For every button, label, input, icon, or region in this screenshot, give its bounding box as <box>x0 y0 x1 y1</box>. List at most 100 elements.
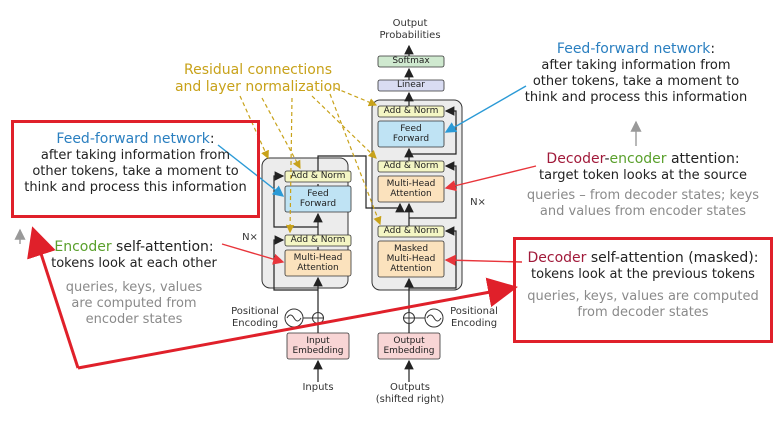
dec-self-word: Decoder <box>527 250 587 266</box>
dec-masked-line3: Attention <box>390 264 432 275</box>
dec-ff-line2: Forward <box>392 134 430 144</box>
dec-self-title: Decoder self-attention (masked): <box>516 250 770 267</box>
outputs-line1: Outputs <box>390 382 430 393</box>
dec-addnorm-1-text: Add & Norm <box>383 106 439 117</box>
dec-enc-line2: target token looks at the source <box>539 168 747 184</box>
enc-self-line2: tokens look at each other <box>51 256 217 272</box>
dec-ff-label: Feed Forward <box>378 121 444 147</box>
input-embedding-label: Input Embedding <box>287 333 349 359</box>
dec-enc-rest: attention: <box>666 151 740 167</box>
residual-line2: and layer normalization <box>174 79 342 96</box>
softmax-box <box>377 55 445 68</box>
enc-ff-line1: Feed <box>307 188 329 199</box>
dec-enc-annotation: Decoder-encoder attention: target token … <box>516 151 770 220</box>
ffn-left-annotation: Feed-forward network: after taking infor… <box>14 131 257 196</box>
enc-addnorm-bottom-text: Add & Norm <box>290 235 346 246</box>
enc-self-grey1: queries, keys, values <box>65 279 203 295</box>
enc-pe-line1: Positional <box>231 306 279 317</box>
enc-addnorm-top-label: Add & Norm <box>285 171 351 182</box>
ffn-right-line1: after taking information from <box>541 58 731 74</box>
dec-positional-encoding-label: Positional Encoding <box>446 306 502 329</box>
dec-addnorm-2-box <box>377 160 445 173</box>
enc-self-rest: self-attention: <box>111 239 214 255</box>
dec-self-grey2: from decoder states <box>577 304 709 320</box>
dec-addnorm-2-label: Add & Norm <box>378 161 444 172</box>
enc-attn-label: Multi-Head Attention <box>285 250 351 276</box>
output-embedding-line1: Output <box>393 335 425 346</box>
enc-self-grey2: are computed from <box>71 295 197 311</box>
enc-attn-line1: Multi-Head <box>293 252 343 263</box>
output-probabilities-line1: Output <box>392 18 428 29</box>
enc-addnorm-bottom-label: Add & Norm <box>285 235 351 246</box>
dec-addnorm-1-label: Add & Norm <box>378 106 444 117</box>
ffn-right-title-text: Feed-forward network <box>556 41 711 57</box>
dec-self-grey1: queries, keys, values are computed <box>527 288 759 304</box>
dec-addnorm-1-box <box>377 105 445 118</box>
ffn-right-title: Feed-forward network: <box>518 41 754 58</box>
dec-addnorm-3-label: Add & Norm <box>378 226 444 237</box>
softmax-text: Softmax <box>392 56 430 67</box>
ffn-right-annotation: Feed-forward network: after taking infor… <box>518 41 754 106</box>
residual-line1: Residual connections <box>183 62 332 78</box>
ffn-left-highlight <box>11 120 260 218</box>
linear-label: Linear <box>378 80 444 91</box>
output-embedding-line2: Embedding <box>383 346 435 356</box>
dec-enc-dash: - <box>604 151 610 167</box>
ffn-right-line2: other tokens, take a moment to <box>532 73 740 89</box>
dec-enc-word2: encoder <box>609 151 667 167</box>
linear-box <box>377 79 445 92</box>
dec-enc-title: Decoder-encoder attention: <box>516 151 770 168</box>
enc-ff-line2: Forward <box>299 199 337 209</box>
dec-pe-line2: Encoding <box>450 317 498 329</box>
ffn-left-colon: : <box>209 131 215 147</box>
enc-ff-label: Feed Forward <box>285 186 351 212</box>
dec-ff-box <box>377 120 445 148</box>
dec-crossattn-box <box>377 175 445 203</box>
linear-text: Linear <box>397 80 425 91</box>
dec-masked-attn-box <box>377 240 445 278</box>
inputs-label: Inputs <box>302 382 334 393</box>
enc-pe-line2: Encoding <box>231 317 279 329</box>
dec-enc-grey1: queries – from decoder states; keys <box>526 187 760 203</box>
dec-addnorm-3-text: Add & Norm <box>383 226 439 237</box>
ffn-left-title-text: Feed-forward network <box>56 131 210 147</box>
enc-addnorm-top-text: Add & Norm <box>290 171 346 182</box>
ffn-right-colon: : <box>710 41 716 57</box>
residual-annotation: Residual connections and layer normaliza… <box>168 62 348 96</box>
dec-nx-label: N× <box>470 197 486 208</box>
dec-enc-grey2: and values from encoder states <box>539 203 747 219</box>
enc-nx-label: N× <box>242 232 258 243</box>
ffn-left-line3: think and process this information <box>24 179 247 195</box>
input-embedding-line2: Embedding <box>292 346 344 356</box>
input-embedding-line1: Input <box>306 335 330 346</box>
enc-self-grey3: encoder states <box>85 311 183 327</box>
output-probabilities-label: Output Probabilities <box>370 18 450 41</box>
dec-masked-line1: Masked <box>393 243 429 254</box>
output-embedding-label: Output Embedding <box>378 333 440 359</box>
enc-positional-encoding-label: Positional Encoding <box>228 306 282 329</box>
decoder-self-attn-highlight <box>513 237 773 343</box>
enc-self-word: Encoder <box>54 239 112 255</box>
dec-addnorm-2-text: Add & Norm <box>383 161 439 172</box>
enc-self-annotation: Encoder self-attention: tokens look at e… <box>36 239 232 328</box>
dec-self-annotation: Decoder self-attention (masked): tokens … <box>516 250 770 321</box>
ffn-left-line1: after taking information from <box>40 148 231 164</box>
dec-masked-attn-label: Masked Multi-Head Attention <box>378 241 444 277</box>
dec-self-line2: tokens look at the previous tokens <box>531 267 755 283</box>
enc-self-title: Encoder self-attention: <box>36 239 232 256</box>
dec-crossattn-line1: Multi-Head <box>386 178 436 189</box>
dec-masked-line2: Multi-Head <box>386 253 436 264</box>
ffn-right-line3: think and process this information <box>524 89 748 105</box>
outputs-line2: (shifted right) <box>375 393 445 405</box>
dec-ff-line1: Feed <box>400 123 422 134</box>
dec-pe-line1: Positional <box>450 306 498 317</box>
enc-attn-line2: Attention <box>297 263 339 273</box>
output-probabilities-line2: Probabilities <box>379 29 441 41</box>
softmax-label: Softmax <box>378 56 444 67</box>
dec-crossattn-line2: Attention <box>390 189 432 199</box>
dec-addnorm-3-box <box>377 225 445 238</box>
ffn-left-line2: other tokens, take a moment to <box>32 163 239 179</box>
outputs-label: Outputs (shifted right) <box>370 382 450 405</box>
dec-crossattn-label: Multi-Head Attention <box>378 176 444 202</box>
